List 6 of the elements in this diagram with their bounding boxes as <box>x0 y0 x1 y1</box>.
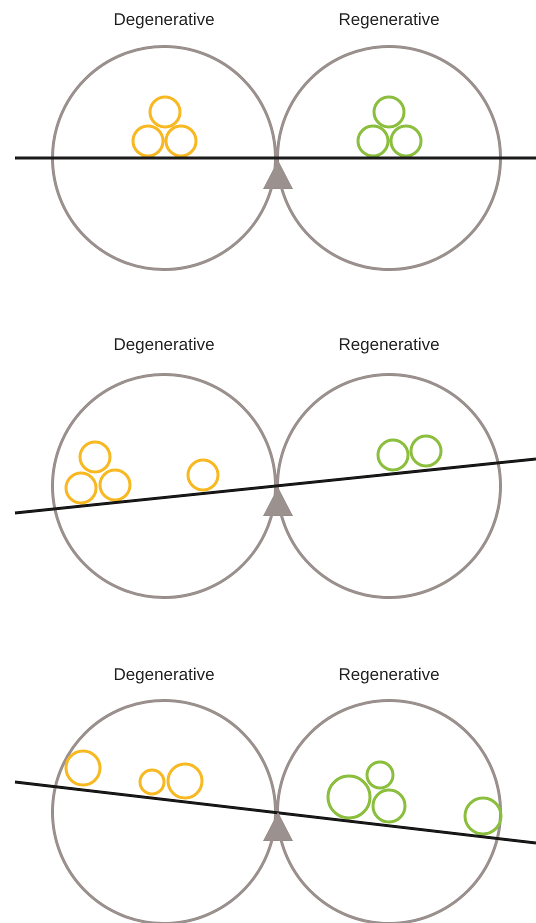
panel-heading: Regenerative <box>338 334 440 356</box>
panel-heading: Degenerative <box>113 9 215 31</box>
panel-heading: Regenerative <box>338 664 440 686</box>
panel-heading: Degenerative <box>113 664 215 686</box>
panel-heading: Regenerative <box>338 9 440 31</box>
panel-heading: Degenerative <box>113 334 215 356</box>
